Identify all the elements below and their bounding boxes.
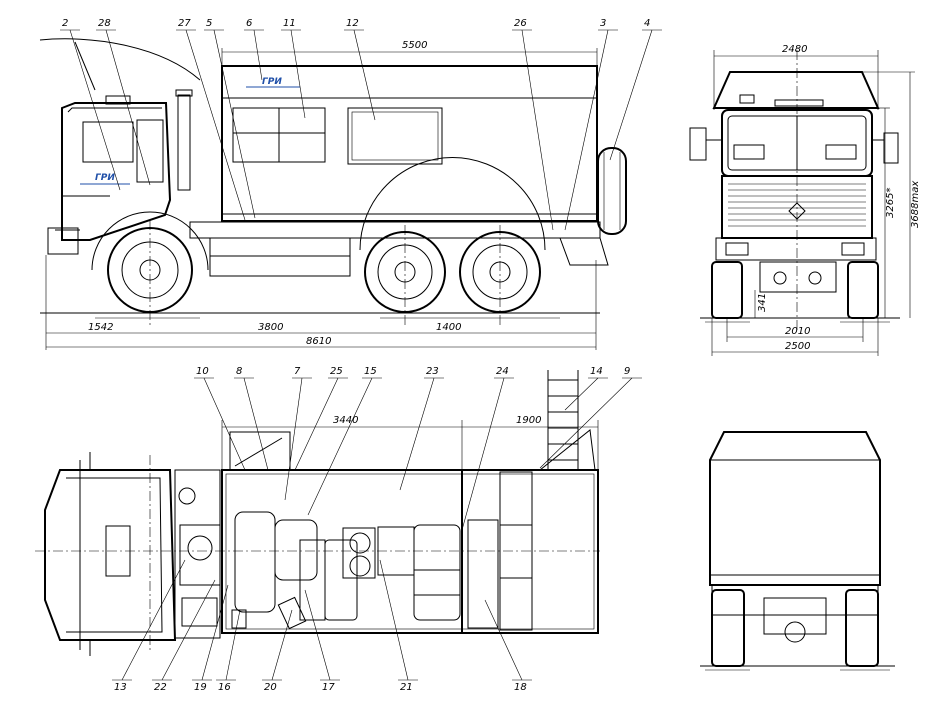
callout-side-3: 3 bbox=[600, 18, 606, 29]
dim-overall-length: 8610 bbox=[306, 336, 331, 347]
callout-plan-24: 24 bbox=[496, 366, 509, 377]
dim-ground-clearance: 341 bbox=[757, 293, 768, 312]
callout-side-28: 28 bbox=[98, 18, 111, 29]
dim-height-max: 3688max bbox=[910, 181, 921, 228]
cabin-outline bbox=[61, 102, 172, 241]
callout-side-11: 11 bbox=[283, 18, 296, 29]
dim-width-top: 2480 bbox=[782, 44, 807, 55]
side-view: ГРИ ГРИ bbox=[39, 18, 662, 350]
callout-plan-19: 19 bbox=[194, 682, 207, 693]
callout-side-5: 5 bbox=[206, 18, 212, 29]
callout-plan-18: 18 bbox=[514, 682, 527, 693]
callout-plan-16: 16 bbox=[218, 682, 231, 693]
callout-plan-17: 17 bbox=[322, 682, 335, 693]
dim-height-body: 3265* bbox=[885, 188, 896, 218]
dim-wheelbase: 3800 bbox=[258, 322, 283, 333]
callout-side-26: 26 bbox=[514, 18, 527, 29]
plan-callouts: 10 8 7 25 15 23 24 14 9 13 22 19 16 20 17 21 18 bbox=[112, 366, 642, 693]
ladder bbox=[547, 370, 579, 470]
callout-plan-9: 9 bbox=[624, 366, 630, 377]
callout-plan-22: 22 bbox=[154, 682, 167, 693]
spare-wheel bbox=[597, 147, 627, 235]
callout-plan-15: 15 bbox=[364, 366, 377, 377]
cabin-plan bbox=[44, 469, 177, 641]
rear-view bbox=[700, 431, 895, 671]
callout-side-27: 27 bbox=[178, 18, 191, 29]
body-box bbox=[221, 65, 598, 222]
callout-plan-21: 21 bbox=[400, 682, 413, 693]
front-view: 2480 3265* 3688max 341 2010 2500 bbox=[689, 44, 921, 356]
callout-side-12: 12 bbox=[346, 18, 359, 29]
callout-plan-7: 7 bbox=[294, 366, 301, 377]
dim-rear-axles: 1400 bbox=[436, 322, 461, 333]
callout-plan-20: 20 bbox=[264, 682, 277, 693]
body-logo: ГРИ bbox=[262, 77, 282, 87]
callout-plan-13: 13 bbox=[114, 682, 127, 693]
dim-front-overhang: 1542 bbox=[88, 322, 113, 333]
callout-plan-23: 23 bbox=[426, 366, 439, 377]
dim-section2: 1900 bbox=[516, 415, 541, 426]
dim-width-bottom: 2500 bbox=[785, 341, 810, 352]
body-plan bbox=[221, 469, 599, 634]
dim-section1: 3440 bbox=[333, 415, 358, 426]
cabin-logo: ГРИ bbox=[95, 173, 115, 183]
callout-plan-25: 25 bbox=[330, 366, 343, 377]
callout-side-4: 4 bbox=[644, 18, 650, 29]
callout-plan-8: 8 bbox=[236, 366, 242, 377]
callout-plan-10: 10 bbox=[196, 366, 209, 377]
dim-body-length: 5500 bbox=[402, 40, 427, 51]
side-callouts: 2 28 27 5 6 11 12 26 3 4 bbox=[60, 18, 662, 231]
side-window-large bbox=[347, 107, 443, 165]
callout-plan-14: 14 bbox=[590, 366, 603, 377]
callout-side-6: 6 bbox=[246, 18, 252, 29]
callout-side-2: 2 bbox=[62, 18, 68, 29]
dim-track: 2010 bbox=[785, 326, 810, 337]
